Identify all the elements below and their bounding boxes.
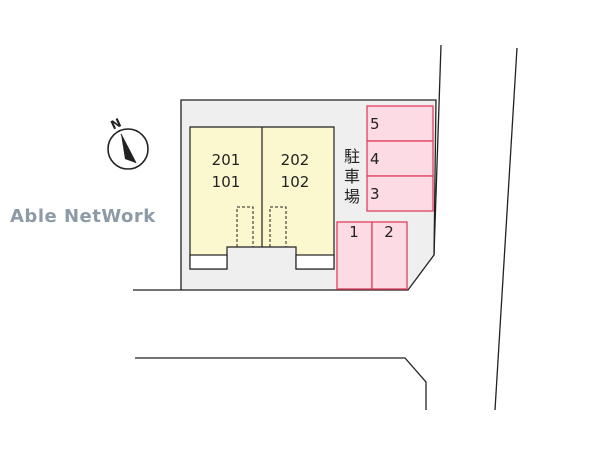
parking-space-2-label: 2 [384,223,394,241]
parking-space-3-label: 3 [370,185,380,203]
road-edge-east-outer [494,47,518,411]
stair-outline-right [269,206,287,247]
building: 201 101 202 102 [189,126,335,270]
parking: 駐 車 場 5 4 3 1 2 [336,105,434,290]
parking-space-4 [366,140,434,177]
balcony-left [189,254,228,270]
parking-space-5 [366,105,434,142]
road-lines [133,44,518,411]
unit-202-label: 202 [281,151,310,169]
road-edge-east-inner [433,44,442,256]
unit-201-label: 201 [212,151,241,169]
north-arrow-icon: N [107,116,149,170]
unit-102-label: 102 [281,173,310,191]
stair-outline-left [236,206,254,247]
parking-label-char-2: 車 [344,167,360,186]
parking-space-2 [371,221,408,290]
balcony-right [295,254,335,270]
parking-space-1 [336,221,373,290]
parking-space-3 [366,175,434,212]
parking-label-char-3: 場 [344,187,360,206]
parking-space-1-label: 1 [349,223,359,241]
parking-space-5-label: 5 [370,115,380,133]
parking-label-char-1: 駐 [344,147,360,166]
compass-needle-line [120,133,137,164]
road-edge-south [135,357,427,410]
watermark-text: Able NetWork [10,206,156,227]
unit-101-label: 101 [212,173,241,191]
parking-space-4-label: 4 [370,150,380,168]
